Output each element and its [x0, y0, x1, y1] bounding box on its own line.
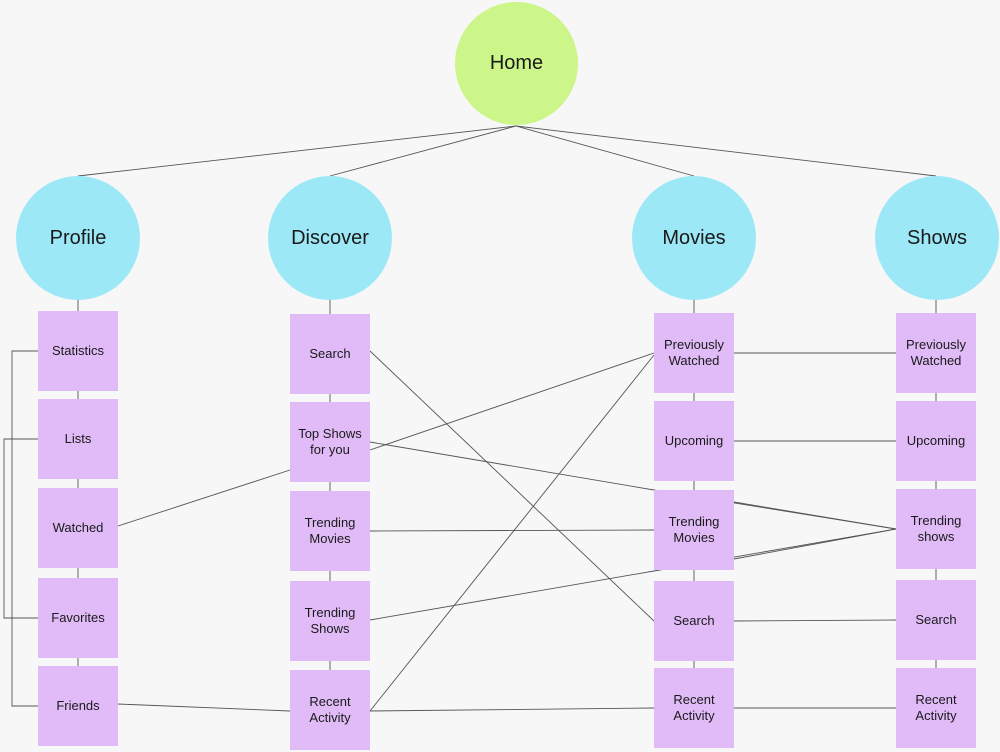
page-box-shows-search: Search [896, 580, 976, 660]
link-watched-topshows [117, 469, 291, 527]
link-movies-trending-shows-trending-bottom [733, 528, 897, 560]
page-box-discover-search: Search [290, 314, 370, 394]
page-box-profile-favorites: Favorites [38, 578, 118, 658]
page-box-movies-recent-activity: Recent Activity [654, 668, 734, 748]
page-box-profile-statistics: Statistics [38, 311, 118, 391]
section-label: Discover [291, 226, 369, 249]
page-box-profile-friends: Friends [38, 666, 118, 746]
home-node-label: Home [489, 52, 544, 74]
home-node: Home [455, 2, 578, 125]
page-box-movies-previously-watched: Previously Watched [654, 313, 734, 393]
page-box-shows-trending-shows: Trending shows [896, 489, 976, 569]
section-label: Movies [662, 226, 726, 249]
link-trendmovies-movies-trending [369, 529, 655, 532]
section-node-profile: Profile [16, 176, 140, 300]
page-box-shows-upcoming: Upcoming [896, 401, 976, 481]
page-box-discover-trending-movies: Trending Movies [290, 491, 370, 571]
link-topshows-shows-trending [369, 441, 655, 491]
section-node-shows: Shows [875, 176, 999, 300]
page-box-profile-lists: Lists [38, 399, 118, 479]
section-node-discover: Discover [268, 176, 392, 300]
page-box-profile-watched: Watched [38, 488, 118, 568]
connector-home-movies [515, 125, 695, 177]
page-box-movies-search: Search [654, 581, 734, 661]
link-movies-trending-shows-trending-top [733, 501, 897, 530]
page-box-discover-recent-activity: Recent Activity [290, 670, 370, 750]
link-trendshows-shows-trending [369, 570, 655, 621]
link-friends-recent [117, 703, 291, 712]
link-recent-movies-prev [369, 354, 655, 712]
page-box-movies-upcoming: Upcoming [654, 401, 734, 481]
page-box-shows-previously-watched: Previously Watched [896, 313, 976, 393]
page-box-discover-top-shows: Top Shows for you [290, 402, 370, 482]
link-topshows-movies-prev [369, 352, 655, 451]
bracket-lists-favorites [3, 438, 38, 619]
connector-home-shows [515, 125, 937, 177]
section-label: Shows [906, 226, 968, 249]
page-box-shows-recent-activity: Recent Activity [896, 668, 976, 748]
section-node-movies: Movies [632, 176, 756, 300]
page-box-movies-trending-movies: Trending Movies [654, 490, 734, 570]
link-search-movies-search [369, 350, 655, 622]
connector-home-discover [329, 125, 517, 177]
page-box-discover-trending-shows: Trending Shows [290, 581, 370, 661]
link-recent-movies-recent [369, 707, 655, 712]
link-movies-search-shows-search [733, 619, 897, 622]
section-label: Profile [49, 226, 107, 249]
connector-home-profile [77, 125, 517, 177]
bracket-statistics-friends [11, 350, 38, 707]
